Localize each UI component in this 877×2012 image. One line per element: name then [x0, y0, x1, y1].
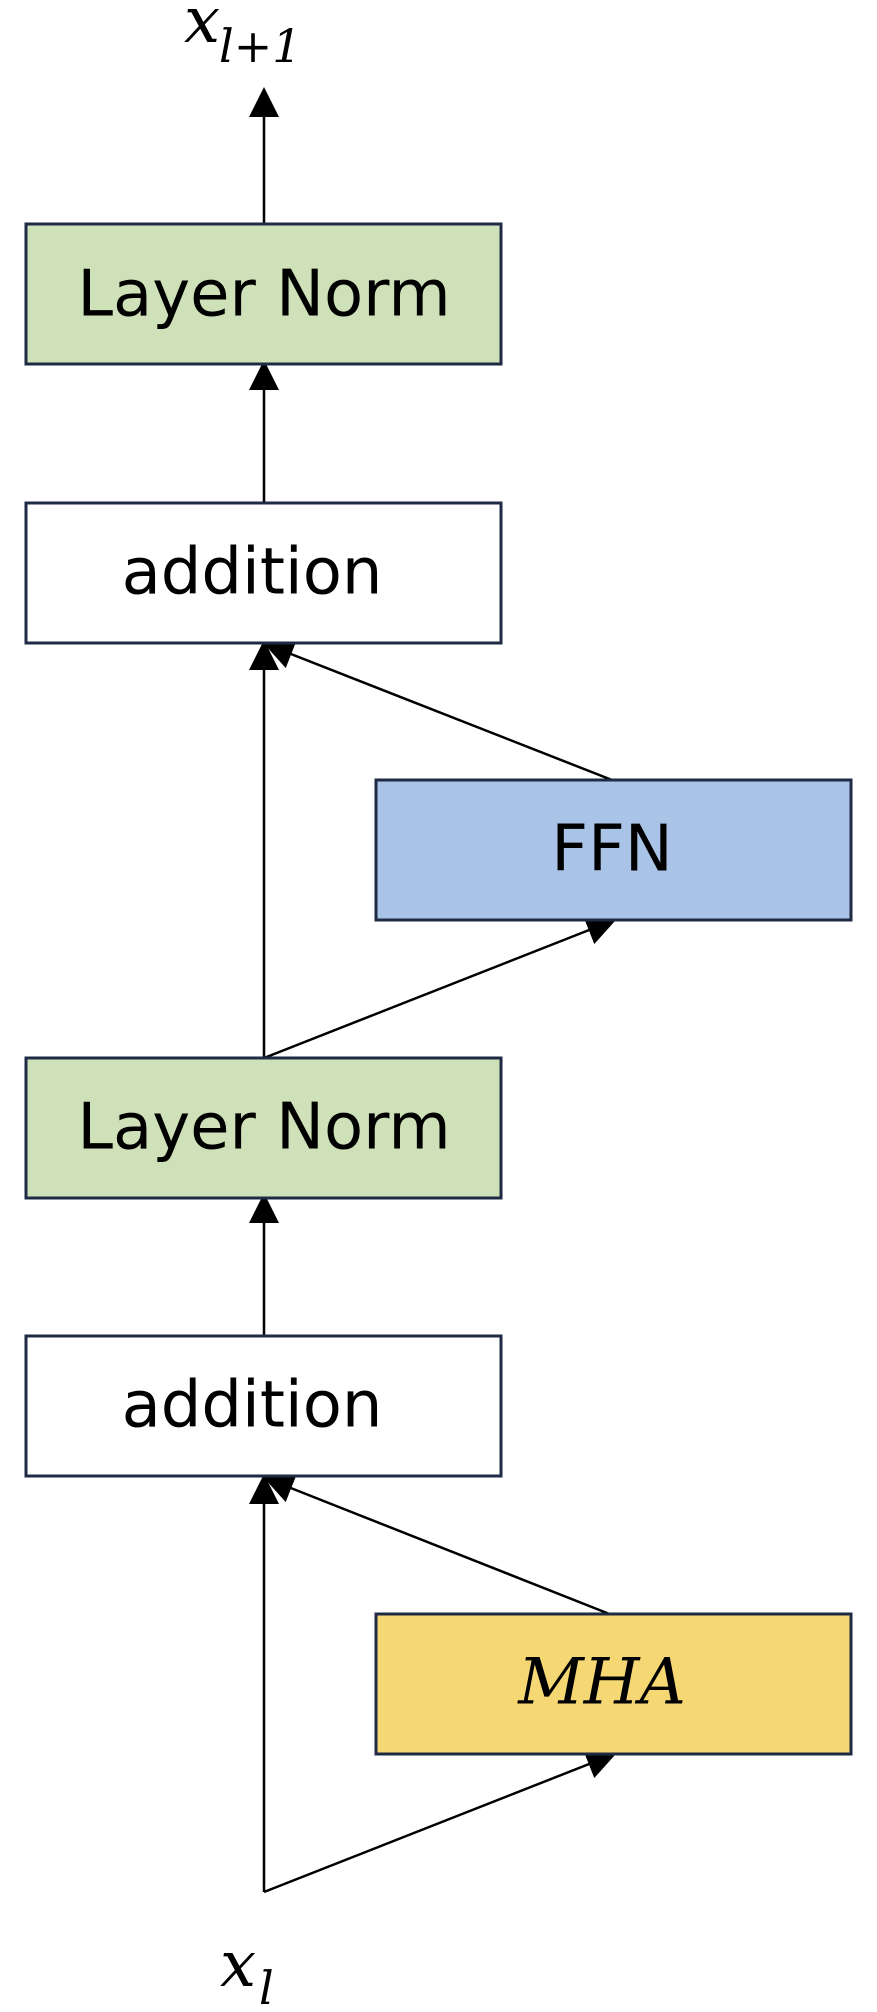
addition-top-label: addition	[122, 536, 383, 610]
layer-norm-bottom-label: Layer Norm	[77, 1091, 450, 1165]
addition-top-node: addition	[24, 501, 503, 645]
output-variable-base: x	[184, 0, 220, 58]
mha-label: MHA	[517, 1646, 686, 1720]
ffn-to-top-addition-arrow	[263, 640, 613, 782]
input-variable-subscript: l	[259, 1961, 274, 2012]
layer-norm-top-label: Layer Norm	[77, 258, 450, 332]
addition-bottom-node: addition	[24, 1334, 503, 1478]
layer-norm-bottom-box	[24, 1056, 503, 1200]
mha-to-bottom-addition-arrow	[263, 1474, 613, 1617]
input-variable-label: x l	[220, 1928, 274, 2012]
bottom-layernorm-to-ffn-arrow	[263, 916, 617, 1060]
addition-bottom-label: addition	[122, 1369, 383, 1443]
layer-norm-bottom-node: Layer Norm	[24, 1056, 503, 1200]
addition-bottom-box	[24, 1334, 503, 1478]
ffn-node: FFN	[374, 778, 853, 922]
output-variable-subscript: l+1	[219, 19, 302, 73]
addition-top-box	[24, 501, 503, 645]
ffn-box	[374, 778, 853, 922]
mha-box	[374, 1612, 853, 1756]
ffn-label: FFN	[551, 813, 673, 887]
input-variable-base: x	[220, 1928, 256, 2002]
mha-node: MHA	[374, 1612, 853, 1756]
layer-norm-top-box	[24, 222, 503, 366]
layer-norm-top-node: Layer Norm	[24, 222, 503, 366]
output-variable-label: x l+1	[184, 0, 302, 73]
input-to-mha-arrow	[263, 1750, 617, 1894]
